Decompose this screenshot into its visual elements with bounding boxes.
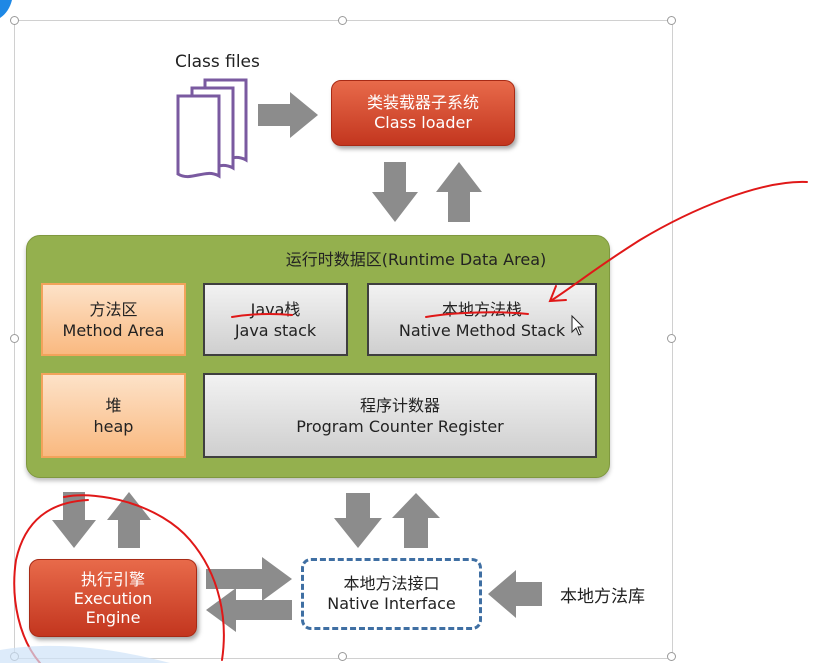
native-interface-english: Native Interface xyxy=(327,594,456,613)
java-stack-english: Java stack xyxy=(234,320,317,340)
class-loader-box[interactable]: 类装载器子系统 Class loader xyxy=(331,80,515,146)
heap-english: heap xyxy=(93,416,134,436)
runtime-data-area-title: 运行时数据区(Runtime Data Area) xyxy=(285,250,547,269)
resize-handle-bottom-left[interactable] xyxy=(10,652,19,661)
execution-engine-chinese: 执行引擎 xyxy=(80,569,145,589)
resize-handle-mid-left[interactable] xyxy=(10,334,19,343)
native-interface-chinese: 本地方法接口 xyxy=(343,574,440,593)
heap-box[interactable]: 堆 heap xyxy=(41,373,186,458)
class-loader-chinese: 类装载器子系统 xyxy=(366,93,479,112)
resize-handle-top-left[interactable] xyxy=(10,16,19,25)
method-area-box[interactable]: 方法区 Method Area xyxy=(41,283,186,356)
pc-register-chinese: 程序计数器 xyxy=(359,395,440,415)
pc-register-english: Program Counter Register xyxy=(296,416,504,436)
execution-engine-box[interactable]: 执行引擎 Execution Engine xyxy=(29,559,197,637)
java-stack-chinese: Java栈 xyxy=(250,299,301,319)
resize-handle-bottom-right[interactable] xyxy=(667,652,676,661)
native-library-label: 本地方法库 xyxy=(560,587,645,607)
class-files-label: Class files xyxy=(175,52,260,72)
resize-handle-bottom-mid[interactable] xyxy=(338,652,347,661)
method-area-english: Method Area xyxy=(62,320,165,340)
pc-register-box[interactable]: 程序计数器 Program Counter Register xyxy=(203,373,597,458)
native-method-stack-english: Native Method Stack xyxy=(398,320,566,340)
method-area-chinese: 方法区 xyxy=(89,299,138,319)
execution-engine-english-2: Engine xyxy=(85,607,141,627)
resize-handle-mid-right[interactable] xyxy=(667,334,676,343)
java-stack-box[interactable]: Java栈 Java stack xyxy=(203,283,348,356)
execution-engine-english-1: Execution xyxy=(73,588,153,608)
native-interface-box[interactable]: 本地方法接口 Native Interface xyxy=(301,558,482,630)
class-loader-english: Class loader xyxy=(374,113,472,132)
resize-handle-top-mid[interactable] xyxy=(338,16,347,25)
blue-corner-shape xyxy=(0,0,12,18)
native-method-stack-box[interactable]: 本地方法栈 Native Method Stack xyxy=(367,283,597,356)
native-method-stack-chinese: 本地方法栈 xyxy=(441,299,522,319)
heap-chinese: 堆 xyxy=(105,395,122,415)
resize-handle-top-right[interactable] xyxy=(667,16,676,25)
